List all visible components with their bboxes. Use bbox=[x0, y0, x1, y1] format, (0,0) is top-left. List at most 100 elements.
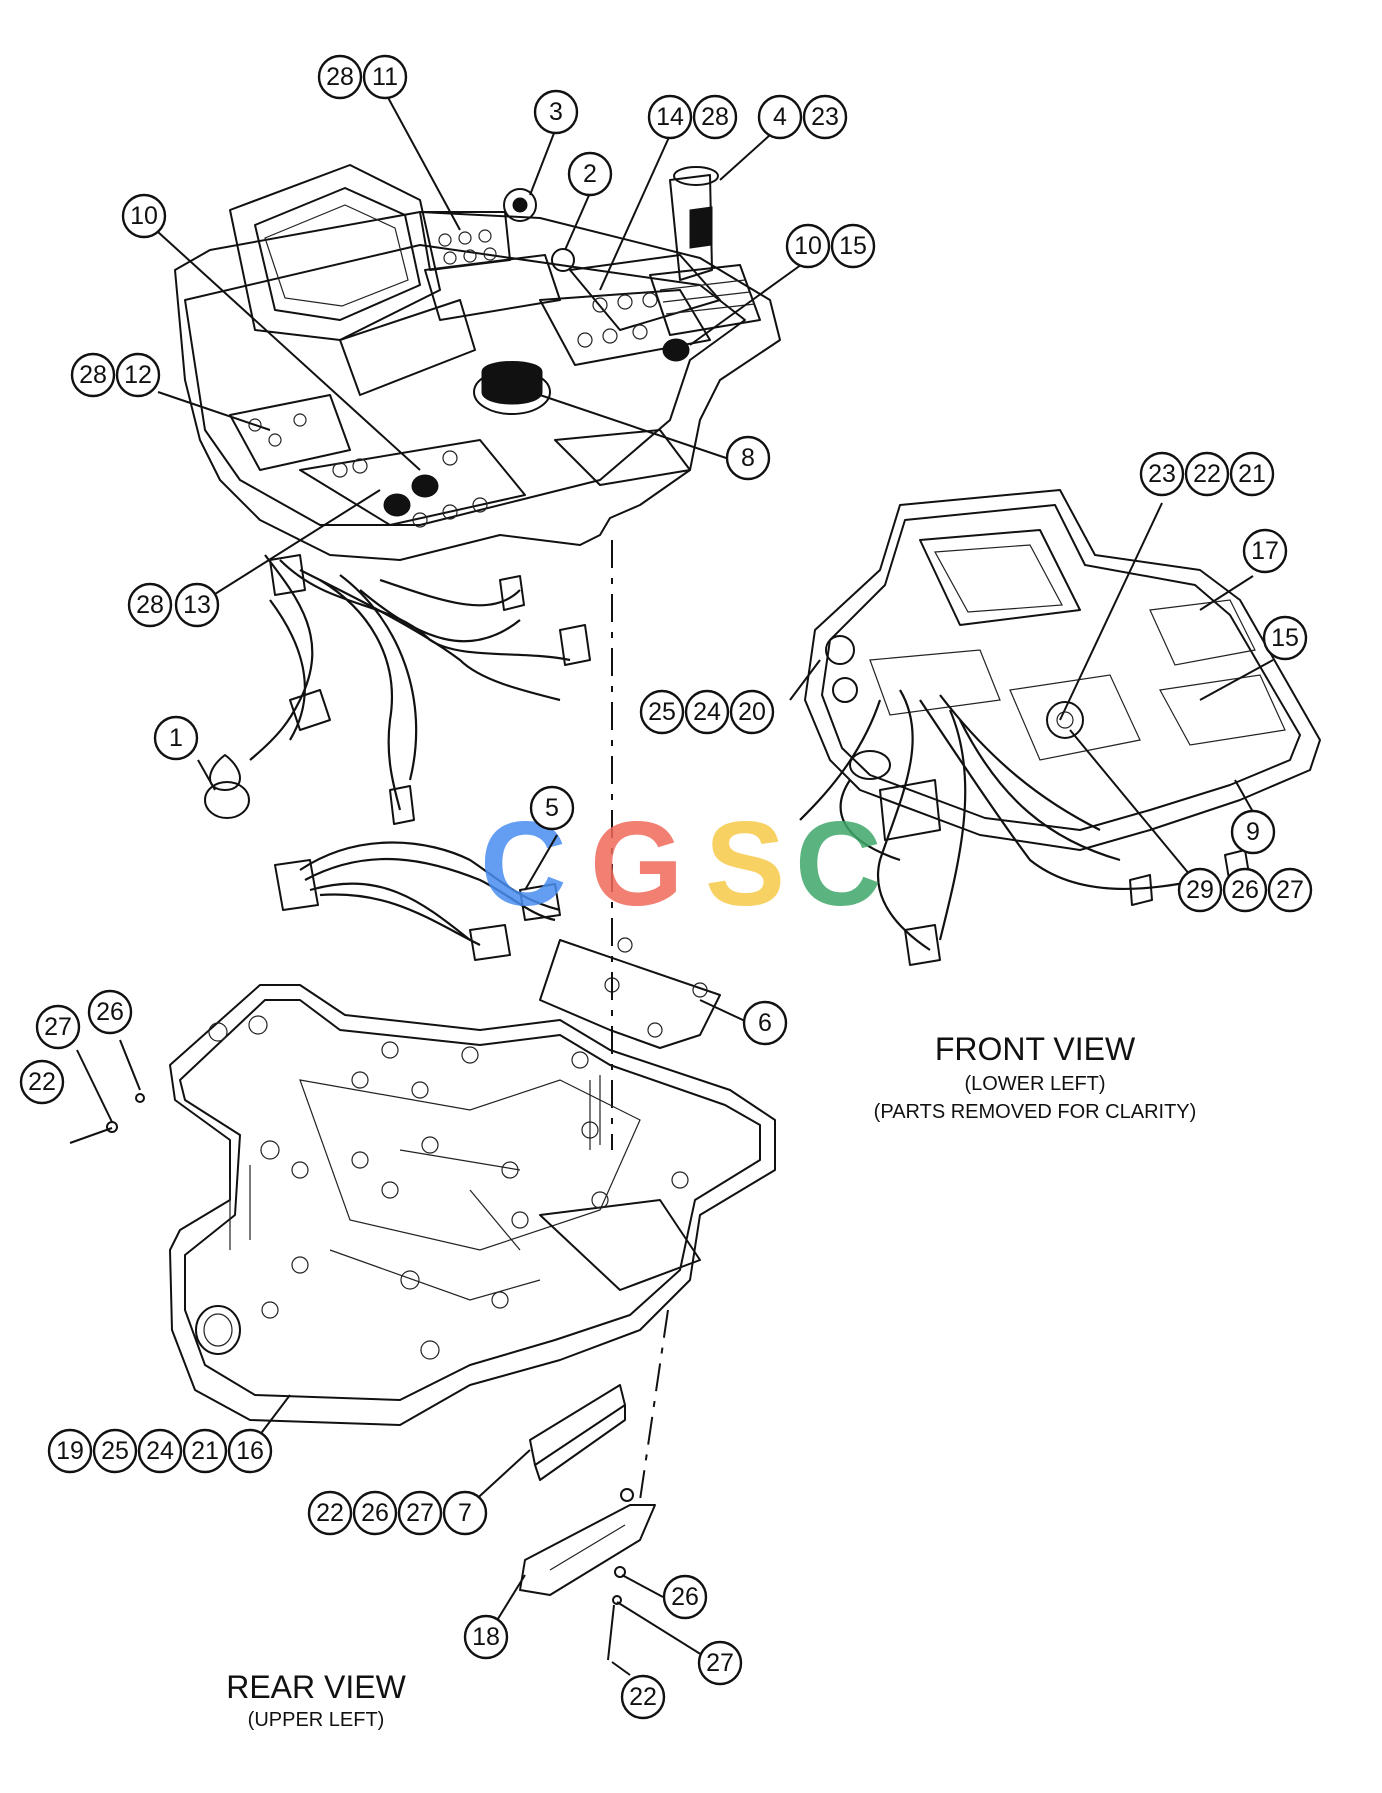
callout-28c: 28 bbox=[70, 352, 116, 398]
svg-text:13: 13 bbox=[183, 591, 211, 619]
callout-22c: 22 bbox=[307, 1490, 353, 1536]
watermark: C G S C bbox=[480, 797, 882, 931]
upper-console bbox=[174, 164, 781, 825]
callout-23b: 23 bbox=[1139, 451, 1185, 497]
front-view-title: FRONT VIEW bbox=[935, 1031, 1136, 1067]
svg-text:22: 22 bbox=[28, 1068, 56, 1096]
callout-26d: 26 bbox=[662, 1574, 708, 1620]
svg-text:14: 14 bbox=[656, 103, 684, 131]
svg-text:15: 15 bbox=[1271, 624, 1299, 652]
rear-view-title: REAR VIEW bbox=[226, 1669, 406, 1705]
svg-text:18: 18 bbox=[472, 1623, 500, 1651]
svg-text:3: 3 bbox=[549, 98, 563, 126]
callout-21b: 21 bbox=[182, 1428, 228, 1474]
callout-13: 13 bbox=[174, 582, 220, 628]
svg-text:10: 10 bbox=[130, 202, 158, 230]
screws-left bbox=[69, 1093, 145, 1144]
svg-text:21: 21 bbox=[191, 1437, 219, 1465]
callout-5: 5 bbox=[529, 785, 575, 831]
callout-27a: 27 bbox=[1267, 867, 1313, 913]
svg-text:21: 21 bbox=[1238, 460, 1266, 488]
callout-17: 17 bbox=[1242, 528, 1288, 574]
svg-text:26: 26 bbox=[361, 1499, 389, 1527]
callout-4: 4 bbox=[757, 94, 803, 140]
svg-text:23: 23 bbox=[1148, 460, 1176, 488]
svg-text:4: 4 bbox=[773, 103, 787, 131]
front-view-assembly bbox=[799, 489, 1321, 966]
svg-text:26: 26 bbox=[1231, 876, 1259, 904]
svg-text:28: 28 bbox=[326, 63, 354, 91]
screws-bottom bbox=[607, 1566, 626, 1661]
callout-28d: 28 bbox=[127, 582, 173, 628]
svg-text:24: 24 bbox=[146, 1437, 174, 1465]
rear-view-label: REAR VIEW (UPPER LEFT) bbox=[226, 1669, 406, 1731]
leader-lines bbox=[76, 91, 1274, 1676]
svg-text:27: 27 bbox=[706, 1649, 734, 1677]
callout-18: 18 bbox=[463, 1614, 509, 1660]
svg-text:25: 25 bbox=[101, 1437, 129, 1465]
callout-14: 14 bbox=[647, 94, 693, 140]
front-view-label: FRONT VIEW (LOWER LEFT) (PARTS REMOVED F… bbox=[874, 1031, 1197, 1123]
bracket-7 bbox=[529, 1384, 626, 1481]
bracket-18 bbox=[519, 1488, 656, 1596]
callout-15b: 15 bbox=[1262, 615, 1308, 661]
svg-text:2: 2 bbox=[583, 160, 597, 188]
callout-16: 16 bbox=[227, 1428, 273, 1474]
callout-26a: 26 bbox=[1222, 867, 1268, 913]
svg-text:5: 5 bbox=[545, 794, 559, 822]
upper-harness bbox=[204, 554, 591, 825]
svg-text:27: 27 bbox=[406, 1499, 434, 1527]
assembly-axis-line-lower bbox=[639, 1309, 669, 1501]
callout-27b: 27 bbox=[35, 1004, 81, 1050]
svg-text:7: 7 bbox=[458, 1499, 472, 1527]
lower-housing bbox=[169, 984, 776, 1426]
callout-12: 12 bbox=[115, 352, 161, 398]
svg-text:28: 28 bbox=[701, 103, 729, 131]
svg-text:24: 24 bbox=[693, 698, 721, 726]
svg-text:16: 16 bbox=[236, 1437, 264, 1465]
svg-text:25: 25 bbox=[648, 698, 676, 726]
callout-25a: 25 bbox=[639, 689, 685, 735]
callout-27c: 27 bbox=[397, 1490, 443, 1536]
callouts: 28 11 3 2 14 28 4 23 10 10 15 28 12 8 23… bbox=[19, 54, 1313, 1720]
callout-21a: 21 bbox=[1229, 451, 1275, 497]
callout-3: 3 bbox=[533, 89, 579, 135]
watermark-letter-g: G bbox=[590, 797, 683, 931]
callout-22a: 22 bbox=[1184, 451, 1230, 497]
svg-text:17: 17 bbox=[1251, 537, 1279, 565]
svg-text:28: 28 bbox=[136, 591, 164, 619]
svg-text:20: 20 bbox=[738, 698, 766, 726]
callout-28b: 28 bbox=[692, 94, 738, 140]
callout-22b: 22 bbox=[19, 1059, 65, 1105]
callout-6: 6 bbox=[742, 1000, 788, 1046]
callout-23a: 23 bbox=[802, 94, 848, 140]
svg-text:29: 29 bbox=[1186, 876, 1214, 904]
harness-5 bbox=[274, 841, 561, 961]
callout-24b: 24 bbox=[137, 1428, 183, 1474]
callout-9: 9 bbox=[1230, 809, 1276, 855]
front-view-subtitle-1: (LOWER LEFT) bbox=[964, 1073, 1105, 1095]
svg-text:9: 9 bbox=[1246, 818, 1260, 846]
callout-19: 19 bbox=[47, 1428, 93, 1474]
plate-6 bbox=[539, 937, 721, 1049]
callout-22d: 22 bbox=[620, 1674, 666, 1720]
svg-text:10: 10 bbox=[794, 232, 822, 260]
svg-text:23: 23 bbox=[811, 103, 839, 131]
svg-text:12: 12 bbox=[124, 361, 152, 389]
callout-7: 7 bbox=[442, 1490, 488, 1536]
svg-text:8: 8 bbox=[741, 444, 755, 472]
callout-26c: 26 bbox=[352, 1490, 398, 1536]
callout-28: 28 bbox=[317, 54, 363, 100]
callout-1: 1 bbox=[153, 715, 199, 761]
callout-11: 11 bbox=[362, 54, 408, 100]
svg-text:26: 26 bbox=[96, 998, 124, 1026]
callout-24a: 24 bbox=[684, 689, 730, 735]
watermark-letter-s: S bbox=[705, 797, 785, 931]
callout-2: 2 bbox=[567, 151, 613, 197]
svg-text:19: 19 bbox=[56, 1437, 84, 1465]
callout-8: 8 bbox=[725, 435, 771, 481]
console-buttons bbox=[248, 188, 658, 528]
svg-text:22: 22 bbox=[316, 1499, 344, 1527]
svg-text:26: 26 bbox=[671, 1583, 699, 1611]
